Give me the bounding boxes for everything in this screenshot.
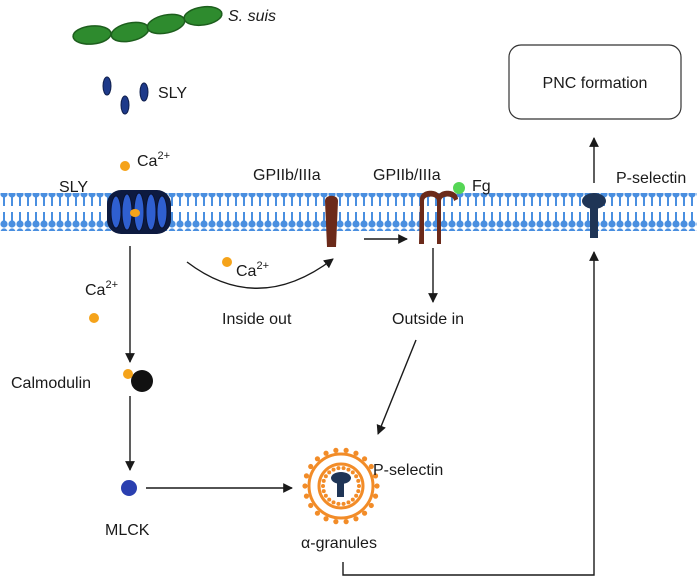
granule-lipid-bead (356, 489, 361, 494)
sly-pore-label: SLY (59, 179, 88, 196)
granules-label: α-granules (301, 535, 377, 552)
sly-toxin-label: SLY (158, 85, 187, 102)
granule-lipid-bead (323, 450, 329, 456)
granule-lipid-bead (331, 500, 336, 505)
inside-out-label: Inside out (222, 311, 292, 328)
granule-lipid-bead (314, 510, 321, 516)
granule-lipid-bead (302, 483, 308, 489)
granule-lipid-bead (353, 516, 359, 522)
calcium-ion-mid (222, 257, 232, 267)
granule-lipid-bead (361, 510, 368, 516)
granule-lipid-bead (308, 463, 314, 470)
fibrinogen-label: Fg (472, 178, 491, 195)
granule-lipid-bead (323, 493, 328, 498)
pnc-formation-label: PNC formation (543, 75, 648, 92)
calcium-mid-label: Ca2+ (236, 260, 269, 280)
granule-lipid-bead (361, 456, 368, 462)
granule-lipid-bead (314, 456, 321, 462)
granule-lipid-bead (327, 470, 332, 475)
granule-lipid-bead (372, 493, 379, 499)
mlck-label: MLCK (105, 522, 150, 539)
calcium-ion-left (89, 313, 99, 323)
arrow-inside-out (186, 258, 334, 289)
calmodulin-icon (131, 370, 153, 392)
granule-lipid-bead (303, 493, 310, 499)
granule-lipid-bead (356, 478, 361, 483)
fibrinogen-icon (453, 182, 465, 194)
granule-lipid-bead (350, 497, 355, 502)
gpiib-iiia-receptor-inactive (325, 195, 338, 247)
granule-lipid-bead (321, 489, 326, 494)
granule-lipid-bead (368, 502, 374, 509)
calcium-bound-icon (123, 369, 133, 379)
calcium-top-label: Ca2+ (137, 150, 170, 170)
p-selectin-membrane (582, 193, 606, 238)
granule-lipid-bead (357, 484, 361, 488)
p-selectin-granule-label: P-selectin (373, 462, 443, 479)
granule-lipid-bead (323, 516, 329, 522)
granule-lipid-bead (346, 500, 351, 505)
granule-lipid-bead (336, 501, 341, 506)
gpiib-label-1: GPIIb/IIIa (253, 167, 321, 184)
granule-lipid-bead (321, 484, 325, 488)
granule-lipid-bead (372, 473, 379, 479)
granule-lipid-bead (353, 450, 359, 456)
sly-pore (107, 190, 171, 234)
gpiib-label-2: GPIIb/IIIa (373, 167, 441, 184)
s-suis-bacteria-chain (72, 5, 223, 45)
calcium-left-label: Ca2+ (85, 279, 118, 299)
arrow-granules-to-membrane-pselectin (342, 251, 599, 576)
alpha-granule (302, 447, 380, 525)
granule-lipid-bead (343, 519, 349, 525)
granule-lipid-bead (350, 470, 355, 475)
arrow-outside-in-to-granules (376, 339, 417, 435)
p-selectin-granule (331, 472, 351, 497)
calmodulin-label: Calmodulin (11, 375, 91, 392)
granule-lipid-bead (333, 447, 339, 453)
granule-lipid-bead (336, 466, 341, 471)
granule-lipid-bead (354, 474, 359, 479)
granule-lipid-bead (341, 501, 346, 506)
granule-lipid-bead (374, 483, 380, 489)
granule-lipid-bead (354, 493, 359, 498)
s-suis-label: S. suis (228, 8, 276, 25)
granule-lipid-bead (327, 497, 332, 502)
outside-in-label: Outside in (392, 311, 464, 328)
granule-lipid-bead (323, 474, 328, 479)
sly-toxin-monomers (102, 76, 149, 115)
mlck-icon (121, 480, 137, 496)
pnc-formation-box (508, 44, 682, 120)
granule-lipid-bead (331, 467, 336, 472)
granule-lipid-bead (303, 473, 310, 479)
granule-lipid-bead (333, 519, 339, 525)
granule-lipid-bead (346, 467, 351, 472)
granule-lipid-bead (341, 466, 346, 471)
granule-lipid-bead (308, 502, 314, 509)
granule-lipid-bead (343, 447, 349, 453)
granule-lipid-bead (368, 463, 374, 470)
p-selectin-membrane-label: P-selectin (616, 170, 686, 187)
granule-lipid-bead (321, 478, 326, 483)
calcium-ion-top (120, 161, 130, 171)
gpiib-iiia-receptor-active (419, 190, 458, 244)
